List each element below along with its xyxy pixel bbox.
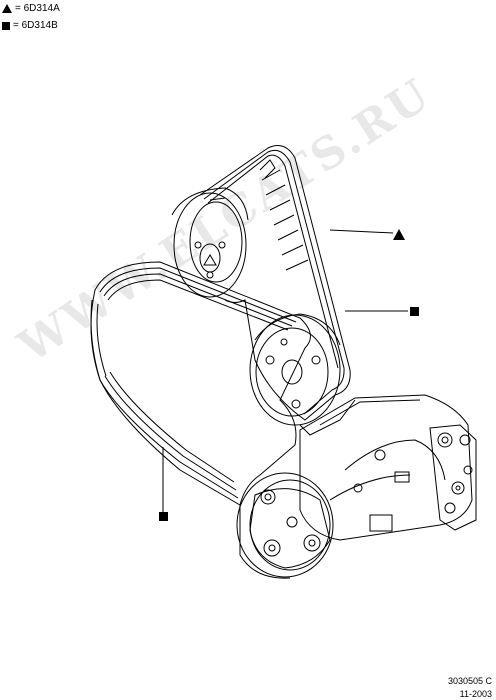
legend-row-a: = 6D314A: [2, 0, 60, 17]
callout-square-icon-lower: [159, 512, 168, 521]
legend-text-b: = 6D314B: [13, 20, 58, 31]
upper-idler-pulley: [171, 187, 249, 298]
legend: = 6D314A = 6D314B: [2, 0, 60, 34]
square-icon: [2, 21, 10, 30]
drawing-date: 11-2003: [459, 689, 492, 699]
compressor-pulley: [236, 472, 334, 579]
legend-row-b: = 6D314B: [2, 17, 60, 34]
mounting-bracket: [429, 424, 477, 531]
lower-belt: [90, 261, 311, 506]
triangle-icon: [2, 4, 12, 13]
callout-square-icon-upper: [410, 307, 419, 316]
callout-line-a: [329, 229, 394, 234]
drawing-reference: 3030505 C: [447, 676, 492, 686]
legend-text-a: = 6D314A: [15, 3, 60, 14]
tensioner-pulley: [249, 313, 356, 436]
compressor-body: [299, 394, 473, 541]
upper-belt: [199, 145, 351, 421]
callout-triangle-icon: [393, 229, 405, 240]
